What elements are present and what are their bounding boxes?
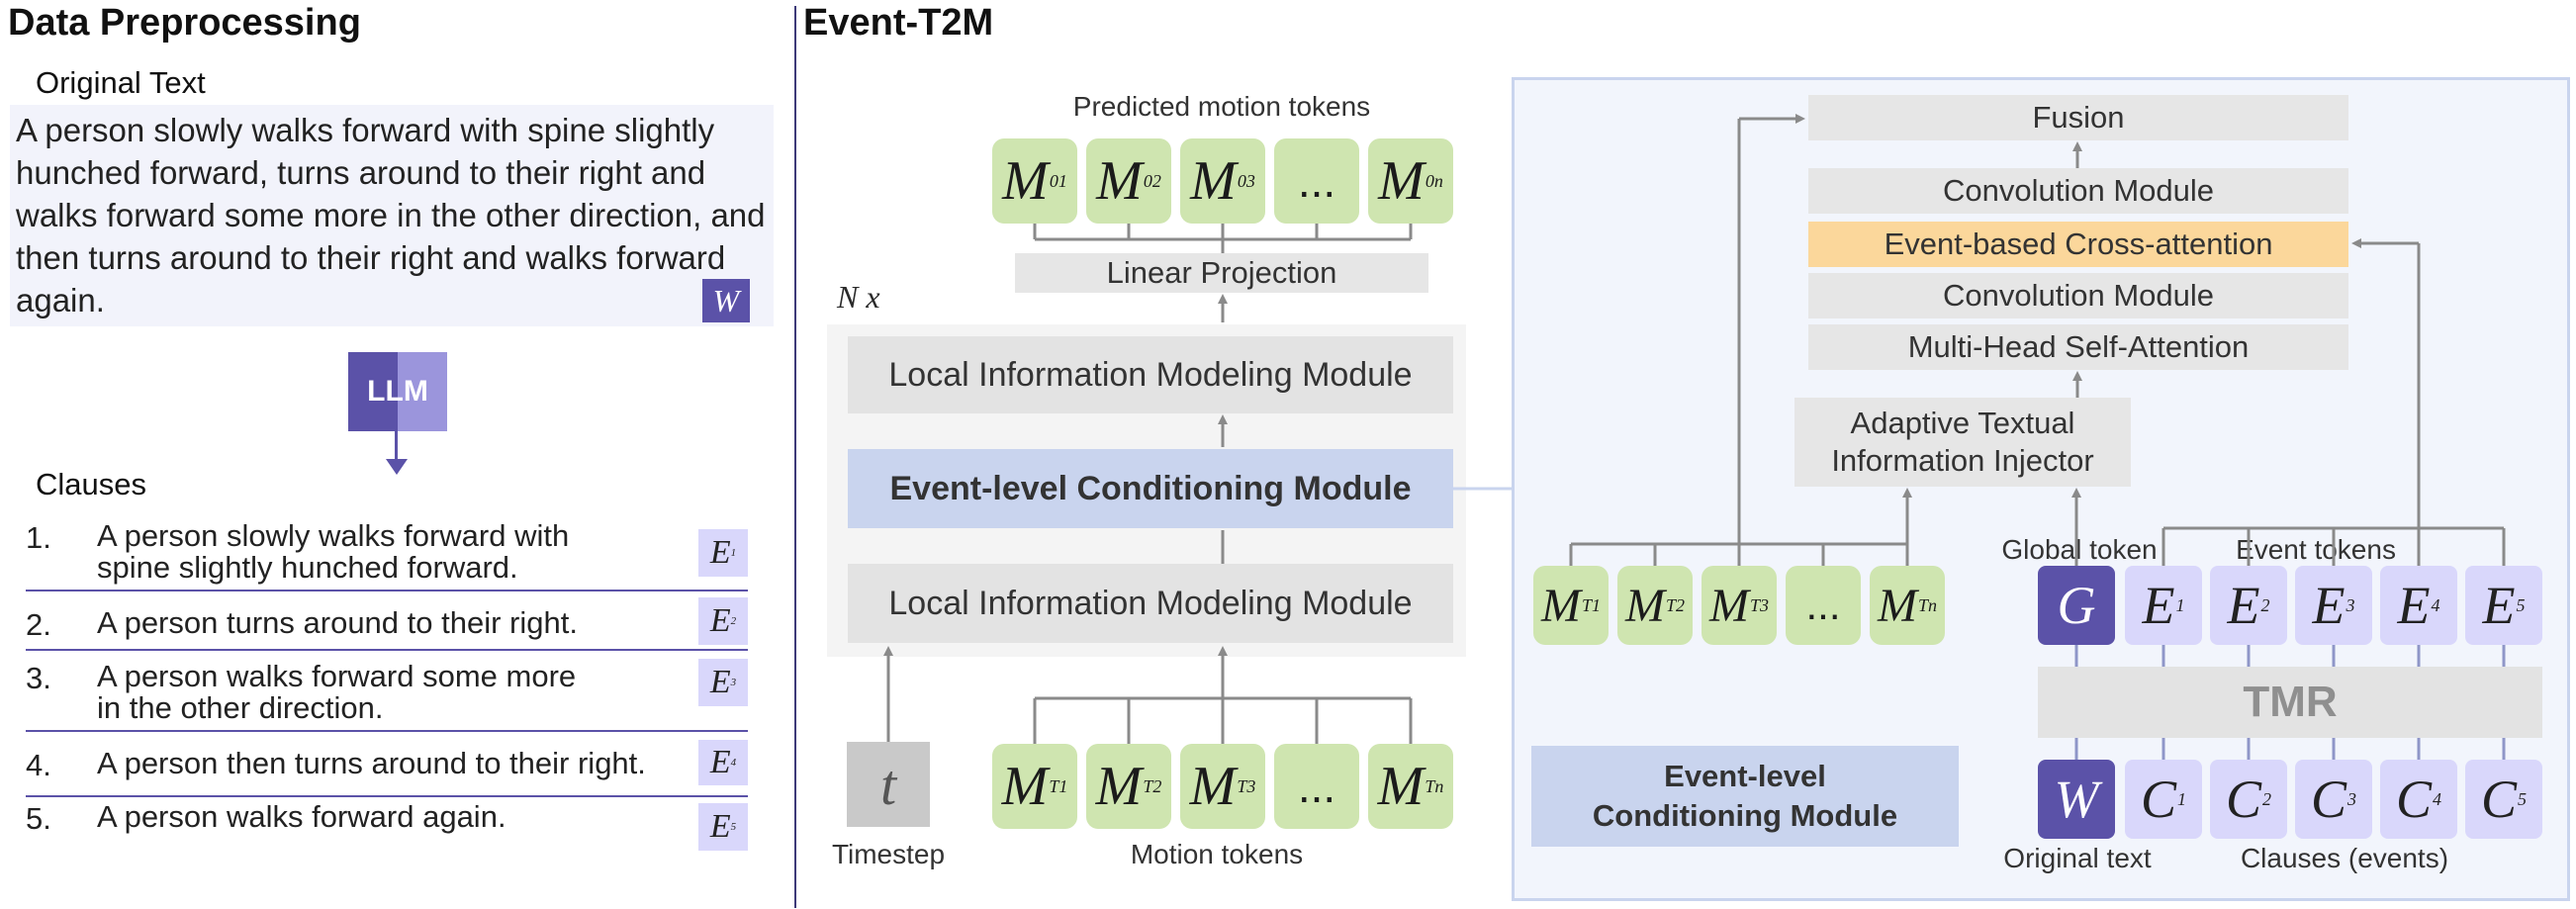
clause-1-num: 1. [26, 520, 51, 555]
local-module-bottom: Local Information Modeling Module [848, 564, 1453, 643]
clause-5-num: 5. [26, 801, 51, 836]
clauses-events-label: Clauses (events) [2240, 843, 2449, 873]
clause-2-text-a: A person turns around to their right. [97, 605, 578, 640]
clause-divider-4 [26, 795, 748, 797]
legend-line-1: Event-level [1664, 759, 1826, 793]
event-t2m-title: Event-T2M [803, 2, 994, 44]
mhsa-box: Multi-Head Self-Attention [1808, 324, 2348, 370]
predicted-token-ellipsis: ... [1274, 138, 1359, 224]
clause-3-num: 3. [26, 661, 51, 695]
clause-1-text-b: spine slightly hunched forward. [97, 550, 518, 585]
global-token-g: G [2038, 566, 2115, 645]
event-tokens-label: Event tokens [2236, 534, 2396, 565]
timestep-label: Timestep [831, 839, 946, 869]
clause-divider-2 [26, 649, 748, 651]
global-token-label: Global token [2001, 534, 2158, 565]
clause-divider-3 [26, 730, 748, 732]
original-text-box [10, 105, 774, 326]
adaptive-line-1: Adaptive Textual [1850, 406, 2075, 440]
conv-module-top: Convolution Module [1808, 168, 2348, 214]
llm-arrow [395, 431, 398, 461]
conv-module-bottom: Convolution Module [1808, 273, 2348, 318]
clauses-label: Clauses [36, 467, 146, 501]
clause-1-text-a: A person slowly walks forward with [97, 518, 570, 553]
llm-label: LLM [367, 375, 428, 408]
timestep-token: t [847, 742, 930, 827]
event-cross-attention: Event-based Cross-attention [1808, 222, 2348, 267]
clause-4-text-a: A person then turns around to their righ… [97, 746, 646, 780]
clause-4-num: 4. [26, 748, 51, 782]
legend-line-2: Conditioning Module [1592, 798, 1898, 833]
local-module-top: Local Information Modeling Module [848, 336, 1453, 413]
clause-2-num: 2. [26, 607, 51, 642]
clause-5-text-a: A person walks forward again. [97, 799, 506, 834]
section-divider [794, 6, 796, 908]
linear-projection: Linear Projection [1015, 253, 1428, 293]
clause-3-text-a: A person walks forward some more [97, 659, 577, 693]
motion-token-ellipsis: ... [1274, 744, 1359, 829]
llm-block: LLM [348, 352, 447, 431]
predicted-tokens-label: Predicted motion tokens [1072, 91, 1371, 122]
motion-tokens-label: Motion tokens [1130, 839, 1304, 869]
llm-arrowhead [386, 459, 408, 475]
w-symbol-original: W [702, 279, 750, 322]
original-text: A person slowly walks forward with spine… [16, 112, 766, 318]
clause-divider-1 [26, 590, 748, 591]
adaptive-injector: Adaptive Textual Information Injector [1794, 398, 2131, 487]
event-conditioning-module: Event-level Conditioning Module [848, 449, 1453, 528]
w-symbol-text: W [712, 282, 740, 318]
nx-label: N x [837, 279, 880, 315]
data-preprocessing-title: Data Preprocessing [8, 2, 361, 44]
detail-motion-token-ellipsis: ... [1786, 566, 1861, 645]
tmr-box: TMR [2038, 667, 2542, 738]
original-text-token-label: Original text [2003, 843, 2152, 873]
w-token-detail: W [2038, 760, 2115, 839]
fusion-box: Fusion [1808, 95, 2348, 140]
original-text-label: Original Text [36, 65, 206, 100]
adaptive-line-2: Information Injector [1831, 443, 2094, 478]
legend-event-module: Event-level Conditioning Module [1531, 746, 1959, 847]
clause-3-text-b: in the other direction. [97, 690, 384, 725]
